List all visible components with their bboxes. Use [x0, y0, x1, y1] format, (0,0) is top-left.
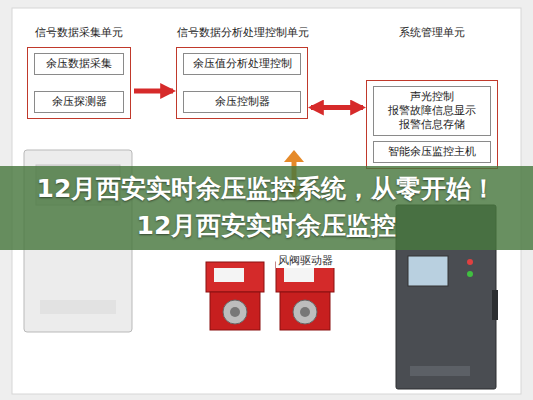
box-text: 智能余压监控主机: [378, 145, 486, 159]
process-box: 余压探测器: [34, 91, 124, 113]
box-text: 声光控制: [378, 90, 486, 104]
unit-heading: 信号数据采集单元: [28, 25, 130, 40]
part-label: 风阀驱动器: [276, 253, 335, 268]
box-text: 报警信息存储: [378, 118, 486, 132]
process-box: 声光控制报警故障信息显示报警信息存储: [373, 86, 491, 136]
box-text: 余压数据采集: [39, 57, 119, 71]
box-text: 余压值分析处理控制: [188, 57, 296, 71]
process-box: 余压控制器: [183, 91, 301, 113]
unit-group: 信号数据分析处理控制单元余压值分析处理控制余压控制器: [176, 47, 308, 119]
box-text: 报警故障信息显示: [378, 104, 486, 118]
flow-arrow: [311, 105, 363, 110]
damper-actuator: [206, 262, 334, 330]
unit-group: 系统管理单元声光控制报警故障信息显示报警信息存储智能余压监控主机: [366, 80, 498, 169]
process-box: 智能余压监控主机: [373, 141, 491, 163]
box-text: 余压控制器: [188, 95, 296, 109]
box-text: 余压探测器: [39, 95, 119, 109]
process-box: 余压值分析处理控制: [183, 53, 301, 75]
page-title: 12月西安实时余压监控系统，从零开始！12月西安实时余压监控: [28, 170, 505, 244]
process-box: 余压数据采集: [34, 53, 124, 75]
unit-heading: 系统管理单元: [367, 25, 497, 40]
unit-heading: 信号数据分析处理控制单元: [177, 25, 307, 40]
card: [12, 8, 521, 394]
flow-arrow: [134, 89, 173, 94]
unit-group: 信号数据采集单元余压数据采集余压探测器: [27, 47, 131, 119]
